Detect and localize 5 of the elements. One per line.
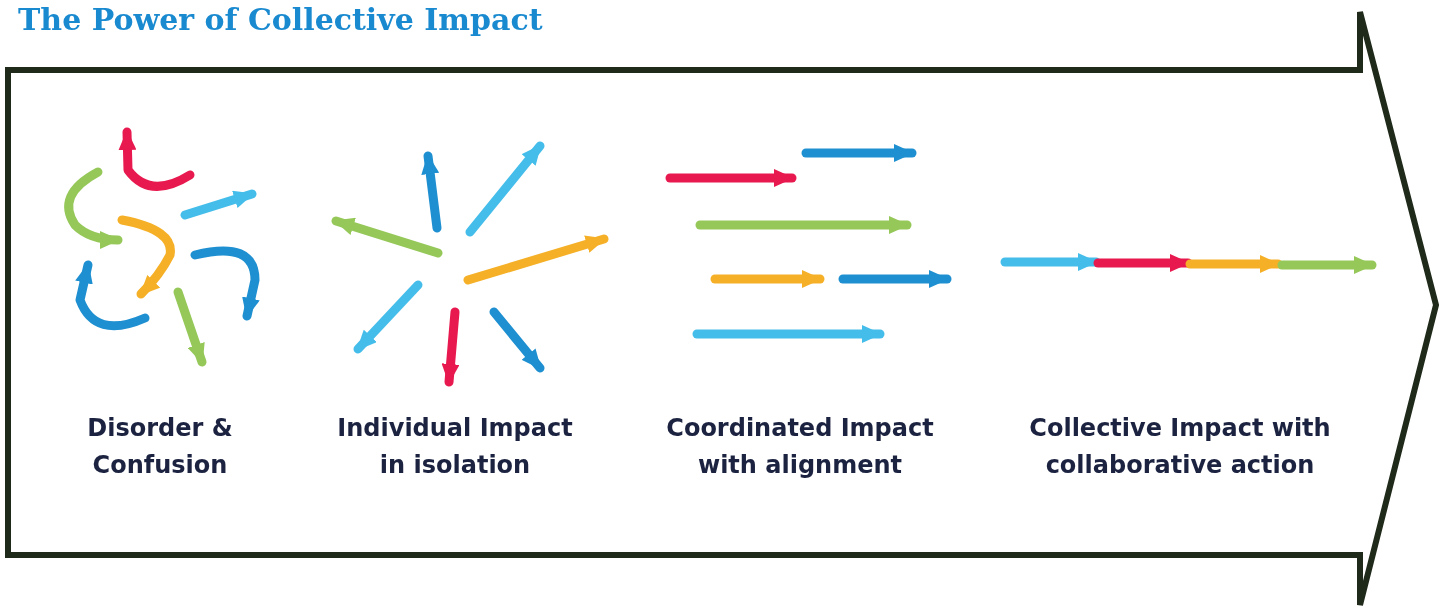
stage-caption: Collective Impact with collaborative action [1028, 413, 1332, 481]
stage-caption: Disorder & Confusion [86, 413, 234, 481]
stage-caption: Coordinated Impact with alignment [665, 413, 935, 481]
stage-caption: Individual Impact in isolation [336, 413, 574, 481]
title: The Power of Collective Impact [18, 2, 543, 37]
